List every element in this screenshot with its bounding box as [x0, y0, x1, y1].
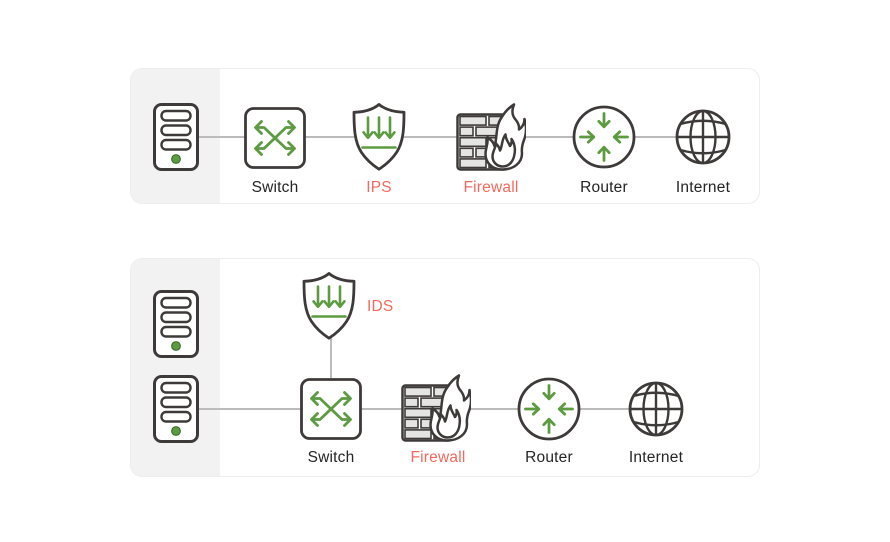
switch-icon [244, 107, 306, 169]
firewall-icon [456, 103, 526, 171]
router-label: Router [525, 449, 573, 466]
router-icon [571, 104, 637, 170]
router-icon [516, 376, 582, 442]
router-label: Router [580, 179, 628, 196]
ids-label: IDS [367, 298, 394, 315]
connector-line [198, 136, 703, 138]
switch-label: Switch [307, 449, 355, 466]
ips-shield-icon [351, 102, 407, 172]
server-icon [153, 103, 199, 171]
ids-tap-line [330, 337, 332, 378]
switch-icon [300, 378, 362, 440]
internet-globe-icon [674, 108, 732, 166]
internet-label: Internet [628, 449, 684, 466]
firewall-icon [401, 374, 471, 442]
switch-label: Switch [251, 179, 299, 196]
ips-label: IPS [366, 179, 392, 196]
firewall-label: Firewall [410, 449, 466, 466]
internet-label: Internet [675, 179, 731, 196]
ips-topology-card: Switch IPS Firewall Router Internet [130, 68, 760, 204]
internet-globe-icon [627, 380, 685, 438]
ids-shield-icon [301, 271, 357, 341]
firewall-label: Firewall [463, 179, 519, 196]
ids-topology-card: IDS Switch Firewall Router Internet [130, 258, 760, 477]
server-icon [153, 290, 199, 358]
server-icon [153, 375, 199, 443]
